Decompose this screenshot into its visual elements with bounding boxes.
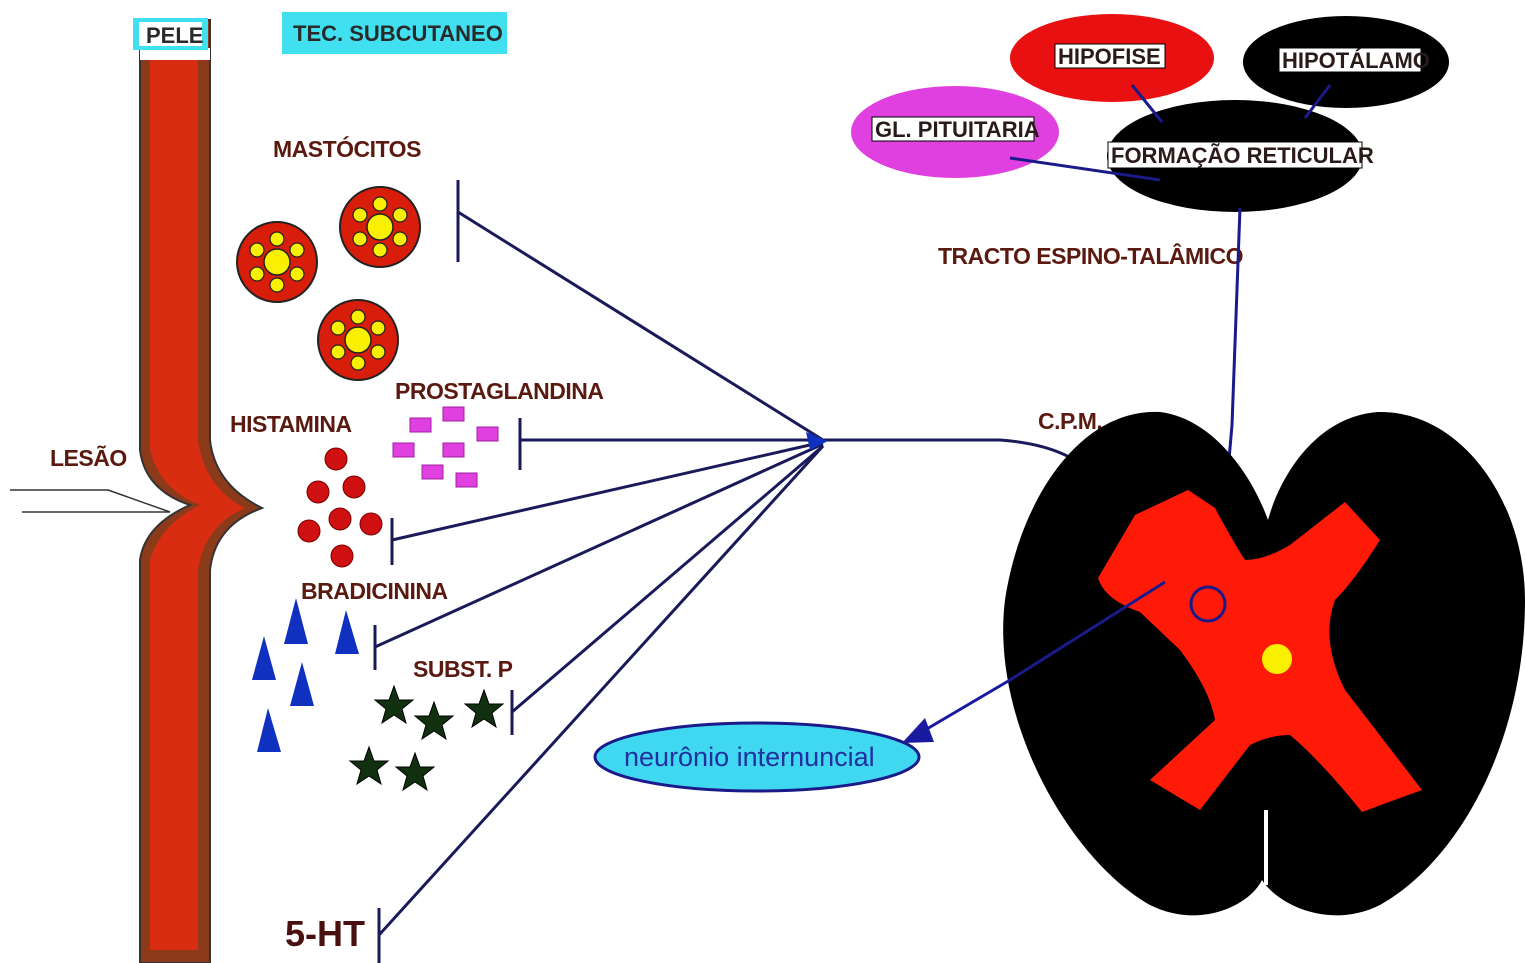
prostaglandina-label: PROSTAGLANDINA (395, 378, 604, 404)
brain-nodes: HIPOFISE HIPOTÁLAMO GL. PITUITARIA FORMA… (851, 14, 1449, 591)
skin-cap (140, 48, 210, 60)
lesao-label: LESÃO (50, 444, 127, 471)
spinal-cord (902, 411, 1525, 916)
tracto-label: TRACTO ESPINO-TALÂMICO (938, 242, 1243, 269)
neuronio-label: neurônio internuncial (624, 742, 875, 772)
convergence-arrowhead (806, 432, 828, 450)
spinal-cord-gray-matter (1098, 490, 1422, 812)
central-canal (1262, 644, 1292, 674)
pele-label: PELE (146, 23, 203, 48)
mast-cell (339, 186, 421, 268)
skin-layer (139, 19, 265, 963)
prostaglandin-molecules (392, 406, 499, 488)
neuron-arrowhead (902, 718, 934, 743)
tec-subcutaneo-label: TEC. SUBCUTANEO (293, 21, 503, 46)
mast-cell (236, 221, 318, 303)
formacao-label: FORMAÇÃO RETICULAR (1111, 143, 1374, 168)
subst-p-label: SUBST. P (413, 656, 513, 682)
histamine-molecules (297, 447, 383, 568)
bradykinin-molecules (252, 598, 359, 752)
five-ht-label: 5-HT (285, 913, 365, 954)
mastocitos-label: MASTÓCITOS (273, 135, 421, 162)
neuronio-internuncial: neurônio internuncial (593, 721, 921, 793)
bradicinina-label: BRADICININA (301, 578, 448, 604)
cpm-terminal (1189, 585, 1227, 623)
mast-cells (236, 186, 421, 381)
cpm-label: C.P.M. (1038, 408, 1102, 434)
histamina-label: HISTAMINA (230, 411, 352, 437)
skin-inner (150, 60, 245, 950)
hipotalamo-label: HIPOTÁLAMO (1282, 48, 1430, 73)
substance-p-molecules (348, 684, 505, 792)
mast-cell (317, 299, 399, 381)
pituitaria-label: GL. PITUITARIA (875, 117, 1040, 142)
tec-subcutaneo-box: TEC. SUBCUTANEO (282, 12, 507, 54)
lesion-pointer (10, 489, 171, 513)
pele-label-box: PELE (133, 18, 208, 50)
hipofise-label: HIPOFISE (1058, 44, 1161, 69)
